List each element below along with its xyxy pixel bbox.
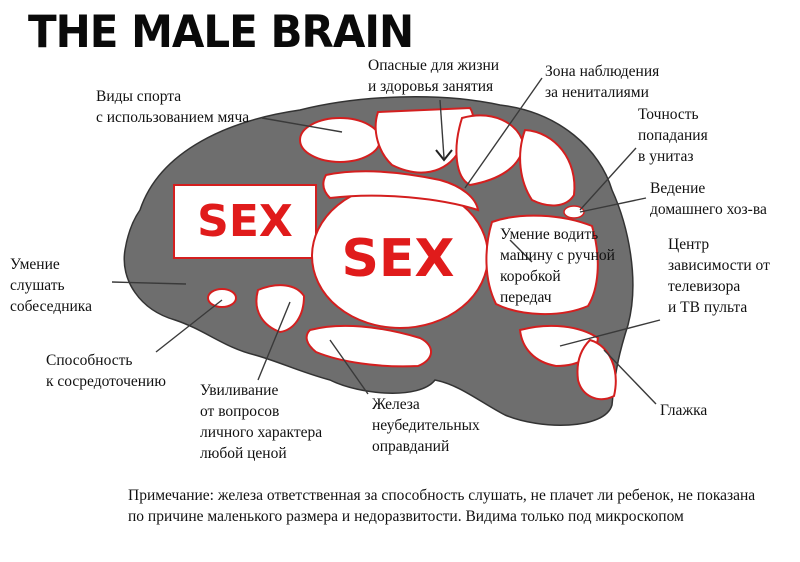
arrowhead-dangerous	[435, 149, 453, 162]
label-toilet-aim: Точность попадания в унитаз	[638, 106, 708, 165]
leader-housekeeping	[579, 197, 647, 213]
label-manual-car: Умение водить машину с ручной коробкой п…	[500, 226, 615, 306]
region-excuses	[305, 324, 432, 368]
leader-focus	[155, 299, 223, 353]
region-focus	[207, 288, 237, 308]
leader-manual-car	[509, 239, 533, 263]
region-manual-car	[485, 214, 599, 315]
region-dodging	[255, 284, 306, 334]
label-ironing: Глажка	[660, 402, 708, 419]
region-genital-zone	[455, 114, 526, 187]
region-upper-band	[322, 170, 480, 212]
footnote: Примечание: железа ответственная за спос…	[128, 487, 756, 525]
region-sex-small-text: SEX	[197, 196, 293, 247]
label-tv-center: Центр зависимости от телевизора и ТВ пул…	[668, 236, 770, 316]
leader-excuses	[329, 339, 369, 395]
leader-genital	[464, 77, 543, 189]
label-dangerous: Опасные для жизни и здоровья занятия	[368, 57, 500, 95]
leader-lines	[111, 77, 661, 405]
leader-ironing	[603, 349, 657, 405]
region-sex-big-text: SEX	[341, 229, 454, 289]
leader-ball-sports	[261, 117, 343, 133]
label-listening: Умение слушать собеседника	[10, 256, 92, 315]
leader-listening	[111, 281, 187, 285]
label-housekeeping: Ведение домашнего хоз-ва	[650, 180, 767, 218]
region-toilet-aim	[519, 128, 576, 207]
leader-toilet	[579, 147, 637, 211]
diagram-title: THE MALE BRAIN	[28, 6, 414, 58]
label-ball-sports: Виды спорта с использованием мяча	[96, 88, 250, 126]
region-sex-small	[173, 184, 317, 259]
leader-dodging	[257, 301, 291, 381]
leader-dangerous	[439, 99, 445, 159]
label-excuses: Железа неубедительных оправданий	[372, 396, 480, 455]
label-focus: Способность к сосредоточению	[46, 352, 166, 390]
region-housekeeping	[563, 205, 585, 219]
label-genital-zone: Зона наблюдения за нениталиями	[545, 63, 660, 101]
label-dodging: Увиливание от вопросов личного характера…	[200, 382, 323, 462]
region-ironing	[576, 338, 617, 401]
leader-tv	[559, 319, 661, 347]
region-ball-sports	[299, 117, 381, 163]
